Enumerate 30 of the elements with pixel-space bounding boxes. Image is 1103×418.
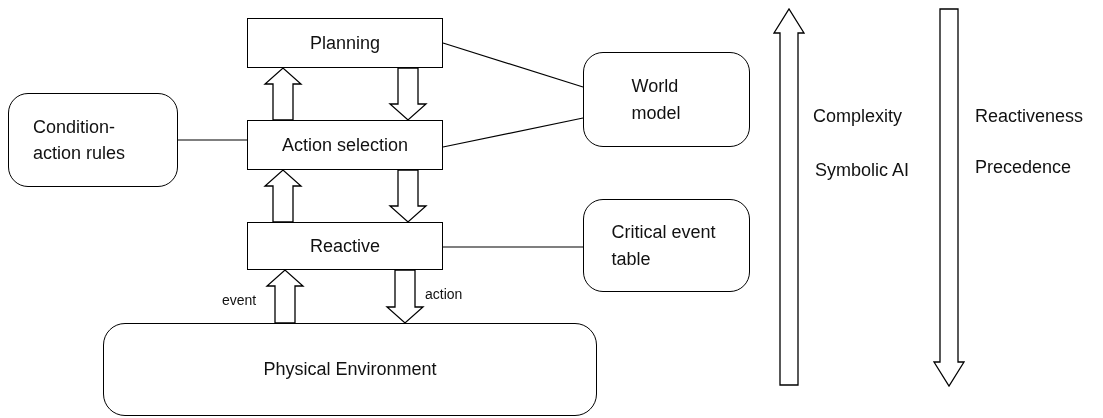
node-label: Reactive <box>310 234 380 258</box>
axis-label: Symbolic AI <box>815 160 910 181</box>
process-box <box>247 222 443 270</box>
node-label: Action selection <box>281 133 409 157</box>
block-arrow <box>265 269 305 324</box>
connector-line <box>442 42 584 88</box>
axis-label: Complexity <box>813 106 903 127</box>
node-label: World model <box>631 75 682 125</box>
node-label: Planning <box>309 31 381 55</box>
node-label: Condition-action rules <box>33 115 127 165</box>
node-label: Physical Environment <box>263 358 437 382</box>
edge-label: event <box>222 292 257 308</box>
process-box <box>247 120 443 170</box>
block-arrow <box>263 67 303 121</box>
connector-line <box>177 139 248 141</box>
block-arrow <box>388 67 428 121</box>
model-box <box>583 52 750 147</box>
rules-box <box>8 93 178 187</box>
axis-label: Reactiveness <box>975 106 1084 127</box>
axis-label: Precedence <box>975 157 1072 178</box>
edge-label: action <box>425 286 463 302</box>
block-arrow <box>263 169 303 223</box>
environment-box <box>103 323 597 416</box>
connector-line <box>442 246 584 248</box>
table-box <box>583 199 750 292</box>
block-arrow <box>388 169 428 223</box>
node-label: Critical event table <box>611 221 717 271</box>
block-arrow <box>385 269 425 324</box>
connector-line <box>442 117 584 148</box>
process-box <box>247 18 443 68</box>
